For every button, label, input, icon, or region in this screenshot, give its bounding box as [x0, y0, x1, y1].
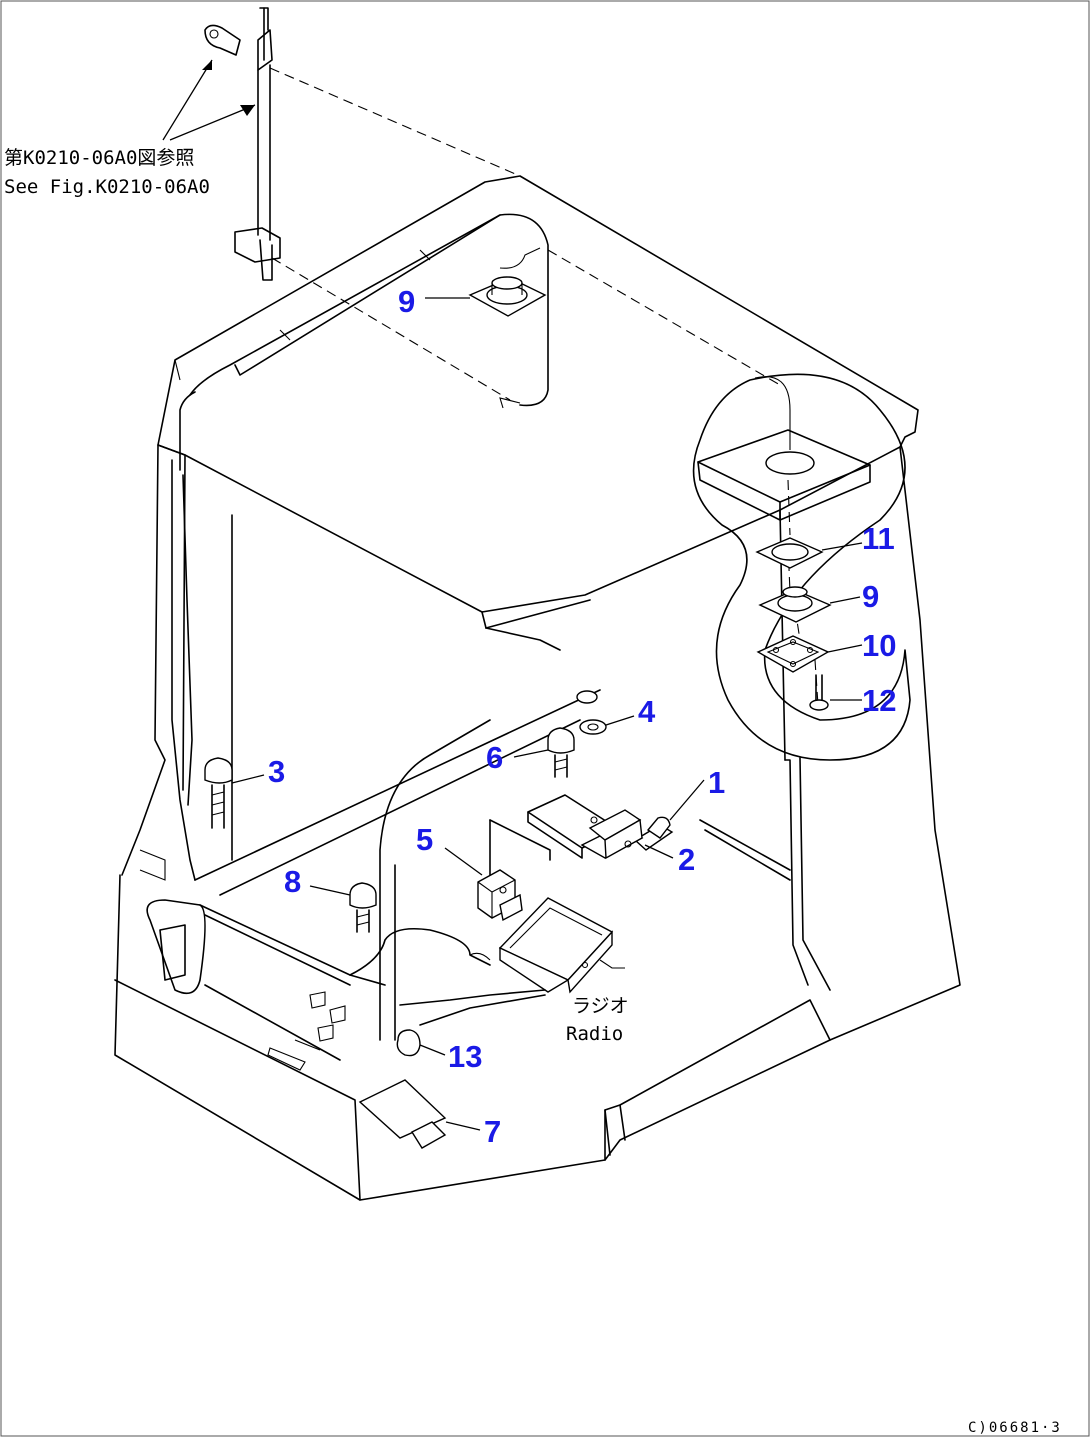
callout-7: 7: [484, 1114, 501, 1149]
callout-3: 3: [268, 754, 285, 789]
callout-12: 12: [862, 683, 896, 718]
callout-9-front: 9: [862, 579, 879, 614]
callout-10: 10: [862, 628, 896, 663]
speaker-rear: [468, 276, 547, 317]
bolt-6: [547, 727, 575, 778]
floor-hole: [576, 690, 598, 704]
radio-switch-1: [633, 816, 674, 851]
callout-4: 4: [638, 694, 656, 729]
callout-2: 2: [678, 842, 695, 877]
callout-11: 11: [862, 521, 895, 556]
callout-leaders: [231, 297, 863, 1131]
centerlines: [269, 67, 819, 706]
reference-note-jp: 第K0210-06A0図参照: [4, 147, 194, 169]
clip-13: [396, 1029, 421, 1057]
callout-6: 6: [486, 740, 503, 775]
callout-5: 5: [416, 822, 433, 857]
reference-note-en: See Fig.K0210-06A0: [4, 176, 210, 198]
roof-harness: [234, 214, 541, 409]
bracket-5: [477, 819, 551, 922]
reference-leaders: [162, 59, 256, 141]
callout-8: 8: [284, 864, 301, 899]
callout-9-rear: 9: [398, 284, 415, 319]
drawing-code: C)06681·3: [968, 1420, 1062, 1436]
antenna: [204, 7, 281, 281]
callout-13: 13: [448, 1039, 482, 1074]
callout-1: 1: [708, 765, 725, 800]
bolt-3: [204, 757, 233, 829]
radio-harness: [349, 927, 546, 1026]
radio-label-en: Radio: [566, 1023, 623, 1045]
radio-label-jp: ラジオ: [572, 995, 629, 1017]
washer-4: [579, 719, 607, 735]
speaker-detail-bubble: [692, 373, 911, 761]
bracket-7: [358, 1079, 447, 1149]
switch-bracket-2: [527, 794, 644, 860]
radio-unit: [469, 897, 625, 994]
bolt-8: [349, 882, 377, 933]
cab-outline: [114, 175, 961, 1201]
